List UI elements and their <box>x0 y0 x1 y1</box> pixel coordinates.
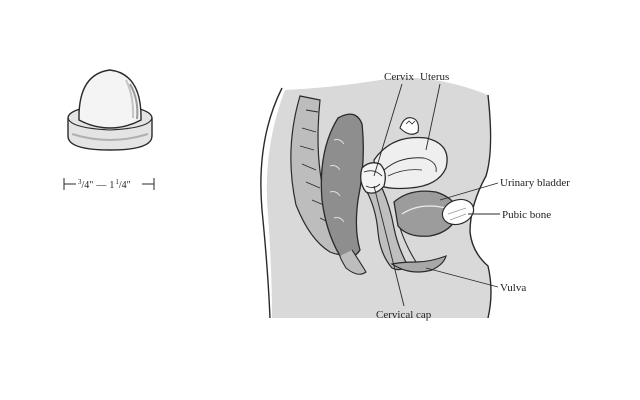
size-max-denominator: 4" <box>122 180 131 191</box>
pubic-bone <box>441 198 475 226</box>
size-separator: — <box>95 180 107 191</box>
cervix-with-cap <box>360 162 386 194</box>
size-max-numerator: 1 <box>115 178 119 186</box>
size-range-label: 3/4"—11/4" <box>78 178 131 191</box>
size-min-denominator: 4" <box>84 180 93 191</box>
leader-cervix <box>373 83 403 177</box>
size-min-numerator: 3 <box>78 178 82 186</box>
uterus <box>373 136 448 190</box>
body-front-outline <box>469 94 492 319</box>
label-uterus: Uterus <box>420 71 449 83</box>
leader-uterus <box>425 83 441 151</box>
label-cervix: Cervix <box>384 71 414 83</box>
leader-vulva <box>425 267 499 288</box>
label-pubic-bone: Pubic bone <box>502 209 551 221</box>
label-vulva: Vulva <box>500 282 526 294</box>
rectum <box>320 113 364 259</box>
leader-urinary-bladder <box>439 182 499 201</box>
size-dimension-line: 3/4"—11/4" <box>63 178 155 191</box>
leader-lines <box>373 83 500 307</box>
anatomy-cross-section <box>260 77 492 319</box>
cervical-cap-illustration <box>67 69 153 151</box>
label-urinary-bladder: Urinary bladder <box>500 177 570 189</box>
vulva <box>390 255 447 273</box>
label-cervical-cap: Cervical cap <box>376 309 432 321</box>
size-max-whole: 1 <box>109 180 114 191</box>
leader-cervical-cap <box>373 185 405 307</box>
body-back-outline <box>260 87 283 319</box>
